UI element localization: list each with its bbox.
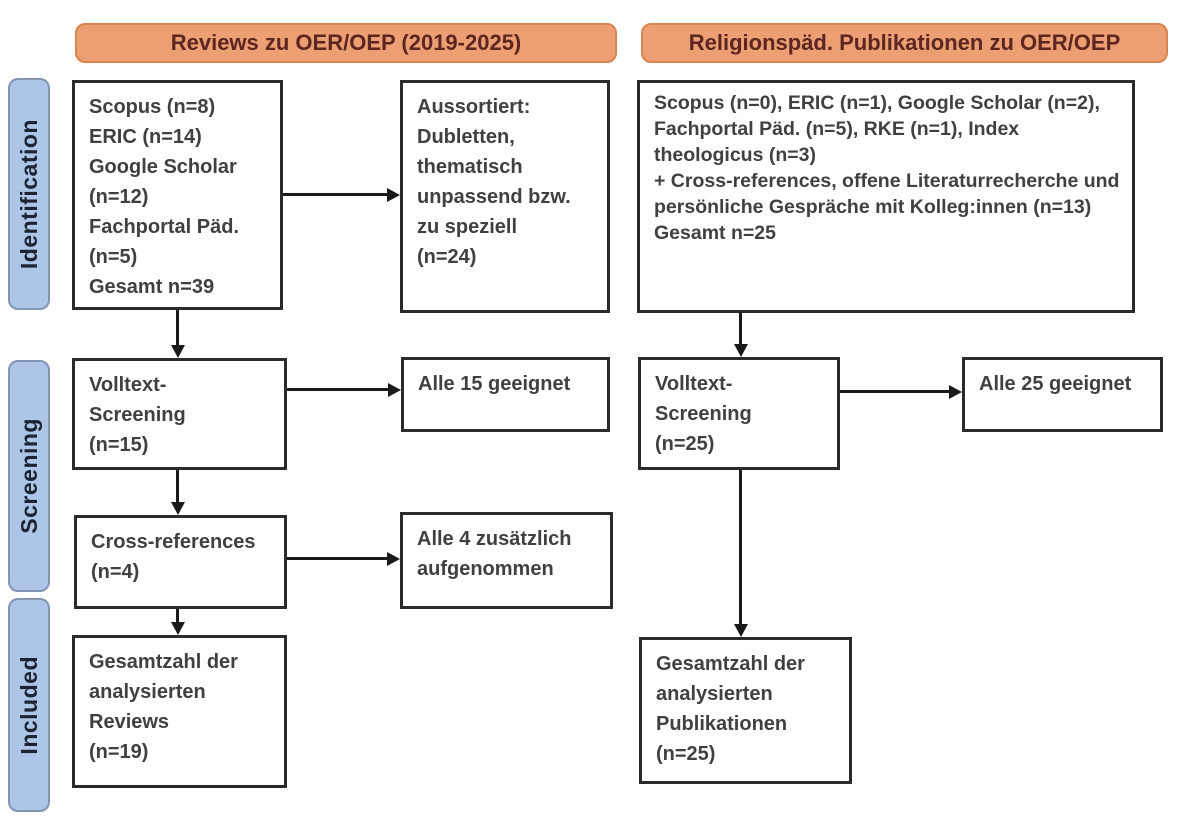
arrow-left-fulltext-to-crossref-shaft — [176, 470, 179, 503]
box-left-crossref-result: Alle 4 zusätzlich aufgenommen — [400, 512, 613, 609]
arrow-left-fulltext-to-result-head — [388, 383, 401, 397]
stage-pill-identification: Identification — [8, 78, 50, 310]
box-left-included-total: Gesamtzahl der analysierten Reviews (n=1… — [72, 635, 287, 788]
stage-pill-included: Included — [8, 598, 50, 812]
box-left-fulltext-result: Alle 15 geeignet — [401, 357, 610, 432]
arrow-left-crossref-to-result-shaft — [287, 557, 388, 560]
stage-pill-identification-label: Identification — [15, 118, 42, 270]
box-right-sources: Scopus (n=0), ERIC (n=1), Google Scholar… — [637, 80, 1135, 313]
arrow-left-sources-to-excluded-head — [387, 188, 400, 202]
column-header-reviews-label: Reviews zu OER/OEP (2019-2025) — [170, 30, 522, 55]
column-header-religionspaed-label: Religionspäd. Publikationen zu OER/OEP — [688, 30, 1121, 55]
stage-pill-included-label: Included — [15, 655, 42, 755]
box-right-included-total: Gesamtzahl der analysierten Publikatione… — [639, 637, 852, 784]
column-header-religionspaed: Religionspäd. Publikationen zu OER/OEP — [641, 23, 1168, 63]
arrow-left-crossref-to-result-head — [387, 552, 400, 566]
arrow-left-sources-to-fulltext-shaft — [176, 310, 179, 346]
box-right-fulltext-result: Alle 25 geeignet — [962, 357, 1163, 432]
arrow-left-sources-to-excluded-shaft — [283, 193, 388, 196]
arrow-right-fulltext-to-included-head — [734, 624, 748, 637]
arrow-left-fulltext-to-result-shaft — [287, 388, 389, 391]
box-right-fulltext-screening: Volltext- Screening (n=25) — [638, 357, 840, 470]
arrow-left-crossref-to-included-head — [171, 622, 185, 635]
box-left-fulltext-screening: Volltext- Screening (n=15) — [72, 358, 287, 470]
stage-pill-screening: Screening — [8, 360, 50, 592]
box-left-sources: Scopus (n=8) ERIC (n=14) Google Scholar … — [72, 80, 283, 310]
arrow-right-fulltext-to-included-shaft — [739, 470, 742, 625]
arrow-right-fulltext-to-result-head — [949, 385, 962, 399]
arrow-right-fulltext-to-result-shaft — [840, 390, 950, 393]
arrow-right-sources-to-fulltext-head — [734, 344, 748, 357]
arrow-left-crossref-to-included-shaft — [176, 609, 179, 623]
column-header-reviews: Reviews zu OER/OEP (2019-2025) — [75, 23, 617, 63]
arrow-left-fulltext-to-crossref-head — [171, 502, 185, 515]
box-left-excluded: Aussortiert: Dubletten, thematisch unpas… — [400, 80, 610, 313]
arrow-left-sources-to-fulltext-head — [171, 345, 185, 358]
box-left-crossreferences: Cross-references (n=4) — [74, 515, 287, 609]
arrow-right-sources-to-fulltext-shaft — [739, 313, 742, 345]
stage-pill-screening-label: Screening — [15, 418, 42, 534]
